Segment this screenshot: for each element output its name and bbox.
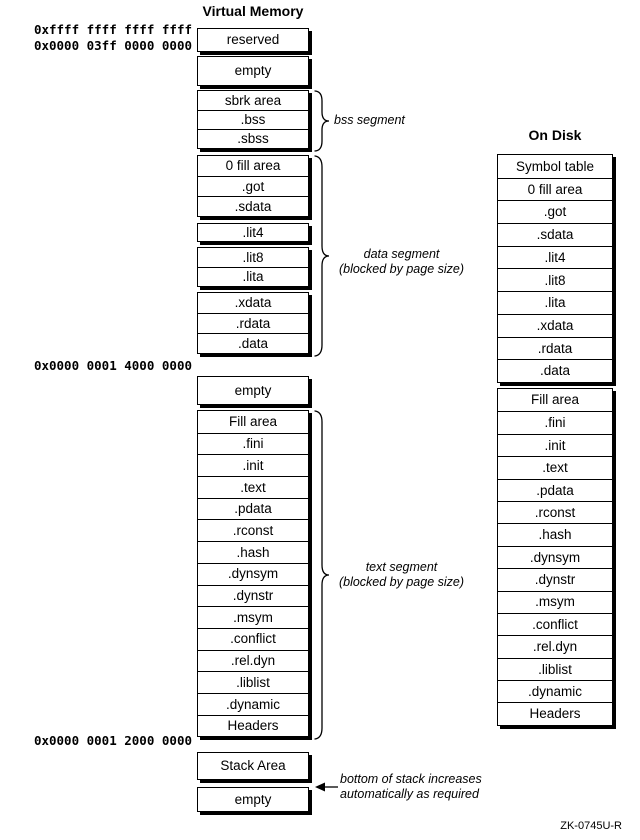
disk-section: .rconst <box>498 500 612 523</box>
vm-section: .sbss <box>198 129 308 148</box>
vm-section: .dynamic <box>198 692 308 715</box>
vm-group-data-2: .lit4 <box>197 223 309 242</box>
vm-section: 0 fill area <box>225 158 281 174</box>
disk-section: .liblist <box>498 657 612 680</box>
vm-section: Headers <box>198 714 308 737</box>
disk-section: .lita <box>498 291 612 314</box>
virtual-memory-title: Virtual Memory <box>202 3 304 19</box>
vm-section: .rdata <box>198 313 308 333</box>
figure-id: ZK-0745U-R <box>560 820 622 832</box>
vm-section: Stack Area <box>220 758 286 774</box>
vm-section: .lita <box>198 267 308 286</box>
text-segment-brace <box>314 410 330 740</box>
disk-section: .dynsym <box>498 545 612 568</box>
address-label-top-high: 0xffff ffff ffff ffff <box>33 22 192 37</box>
vm-section: empty <box>234 791 272 807</box>
disk-section: Symbol table <box>515 158 595 174</box>
vm-group-empty-bottom: empty <box>197 787 309 812</box>
vm-section: .data <box>198 333 308 353</box>
text-segment-label: text segment (blocked by page size) <box>334 560 469 590</box>
vm-section: .fini <box>198 432 308 455</box>
disk-group-text: Fill area .fini .init .text .pdata .rcon… <box>497 388 613 726</box>
address-label-text-boundary: 0x0000 0001 2000 0000 <box>33 733 192 748</box>
vm-group-bss-segment: sbrk area .bss .sbss <box>197 90 309 149</box>
disk-section: .xdata <box>498 313 612 337</box>
vm-section: .dynstr <box>198 584 308 607</box>
disk-section: 0 fill area <box>498 177 612 201</box>
stack-growth-arrow <box>315 782 338 792</box>
vm-section: .bss <box>198 110 308 129</box>
data-segment-label: data segment (blocked by page size) <box>334 247 469 277</box>
disk-section: .pdata <box>498 478 612 501</box>
data-segment-brace <box>314 155 330 357</box>
disk-section: .hash <box>498 523 612 545</box>
disk-section: .fini <box>498 411 612 433</box>
vm-section: .lit8 <box>242 249 264 265</box>
data-segment-label-line2: (blocked by page size) <box>338 262 465 276</box>
stack-growth-note-line1: bottom of stack increases <box>340 772 482 786</box>
stack-growth-note: bottom of stack increases automatically … <box>340 772 482 802</box>
vm-group-data-1: 0 fill area .got .sdata <box>197 155 309 217</box>
vm-section: sbrk area <box>224 92 282 108</box>
vm-section: .rel.dyn <box>198 649 308 672</box>
address-label-data-boundary: 0x0000 0001 4000 0000 <box>33 358 192 373</box>
vm-group-data-4: .xdata .rdata .data <box>197 292 309 354</box>
vm-section: reserved <box>226 32 280 48</box>
vm-section: .init <box>198 454 308 476</box>
vm-section: .text <box>198 476 308 498</box>
disk-group-data: Symbol table 0 fill area .got .sdata .li… <box>497 154 613 383</box>
disk-section: .data <box>498 359 612 382</box>
vm-section: .rconst <box>198 519 308 541</box>
address-label-top-low: 0x0000 03ff 0000 0000 <box>33 38 192 53</box>
vm-section: .sdata <box>198 196 308 216</box>
vm-group-empty-top: empty <box>197 56 309 86</box>
vm-section: empty <box>234 63 272 79</box>
disk-section: .lit8 <box>498 268 612 291</box>
disk-section: .conflict <box>498 612 612 635</box>
bss-segment-label: bss segment <box>334 113 405 127</box>
vm-section: .pdata <box>198 497 308 520</box>
disk-section: .sdata <box>498 223 612 246</box>
vm-section: .got <box>198 176 308 196</box>
disk-section: .dynstr <box>498 568 612 590</box>
bss-segment-brace <box>314 90 330 152</box>
vm-section: .liblist <box>198 671 308 693</box>
stack-growth-note-line2: automatically as required <box>340 787 479 801</box>
text-segment-label-line2: (blocked by page size) <box>338 575 465 589</box>
vm-section: .xdata <box>234 295 272 311</box>
vm-section: empty <box>234 382 272 398</box>
vm-group-reserved: reserved <box>197 28 309 52</box>
disk-section: Headers <box>498 702 612 724</box>
disk-section: .rdata <box>498 336 612 360</box>
vm-section: .dynsym <box>198 562 308 585</box>
disk-section: .got <box>498 200 612 223</box>
vm-group-text-segment: Fill area .fini .init .text .pdata .rcon… <box>197 410 309 738</box>
disk-section: .init <box>498 433 612 456</box>
data-segment-label-line1: data segment <box>363 247 440 261</box>
disk-section: .text <box>498 456 612 478</box>
text-segment-label-line1: text segment <box>365 560 438 574</box>
vm-section: Fill area <box>228 414 277 430</box>
vm-section: .msym <box>198 606 308 628</box>
vm-group-stack-area: Stack Area <box>197 752 309 780</box>
disk-section: .lit4 <box>498 245 612 269</box>
disk-section: .rel.dyn <box>498 635 612 657</box>
disk-section: Fill area <box>530 392 579 408</box>
on-disk-title: On Disk <box>528 127 582 143</box>
disk-section: .dynamic <box>498 680 612 702</box>
vm-group-empty-middle: empty <box>197 376 309 405</box>
vm-section: .conflict <box>198 627 308 650</box>
disk-section: .msym <box>498 590 612 613</box>
vm-section: .hash <box>198 541 308 563</box>
vm-group-data-3: .lit8 .lita <box>197 247 309 287</box>
vm-section: .lit4 <box>242 224 264 240</box>
